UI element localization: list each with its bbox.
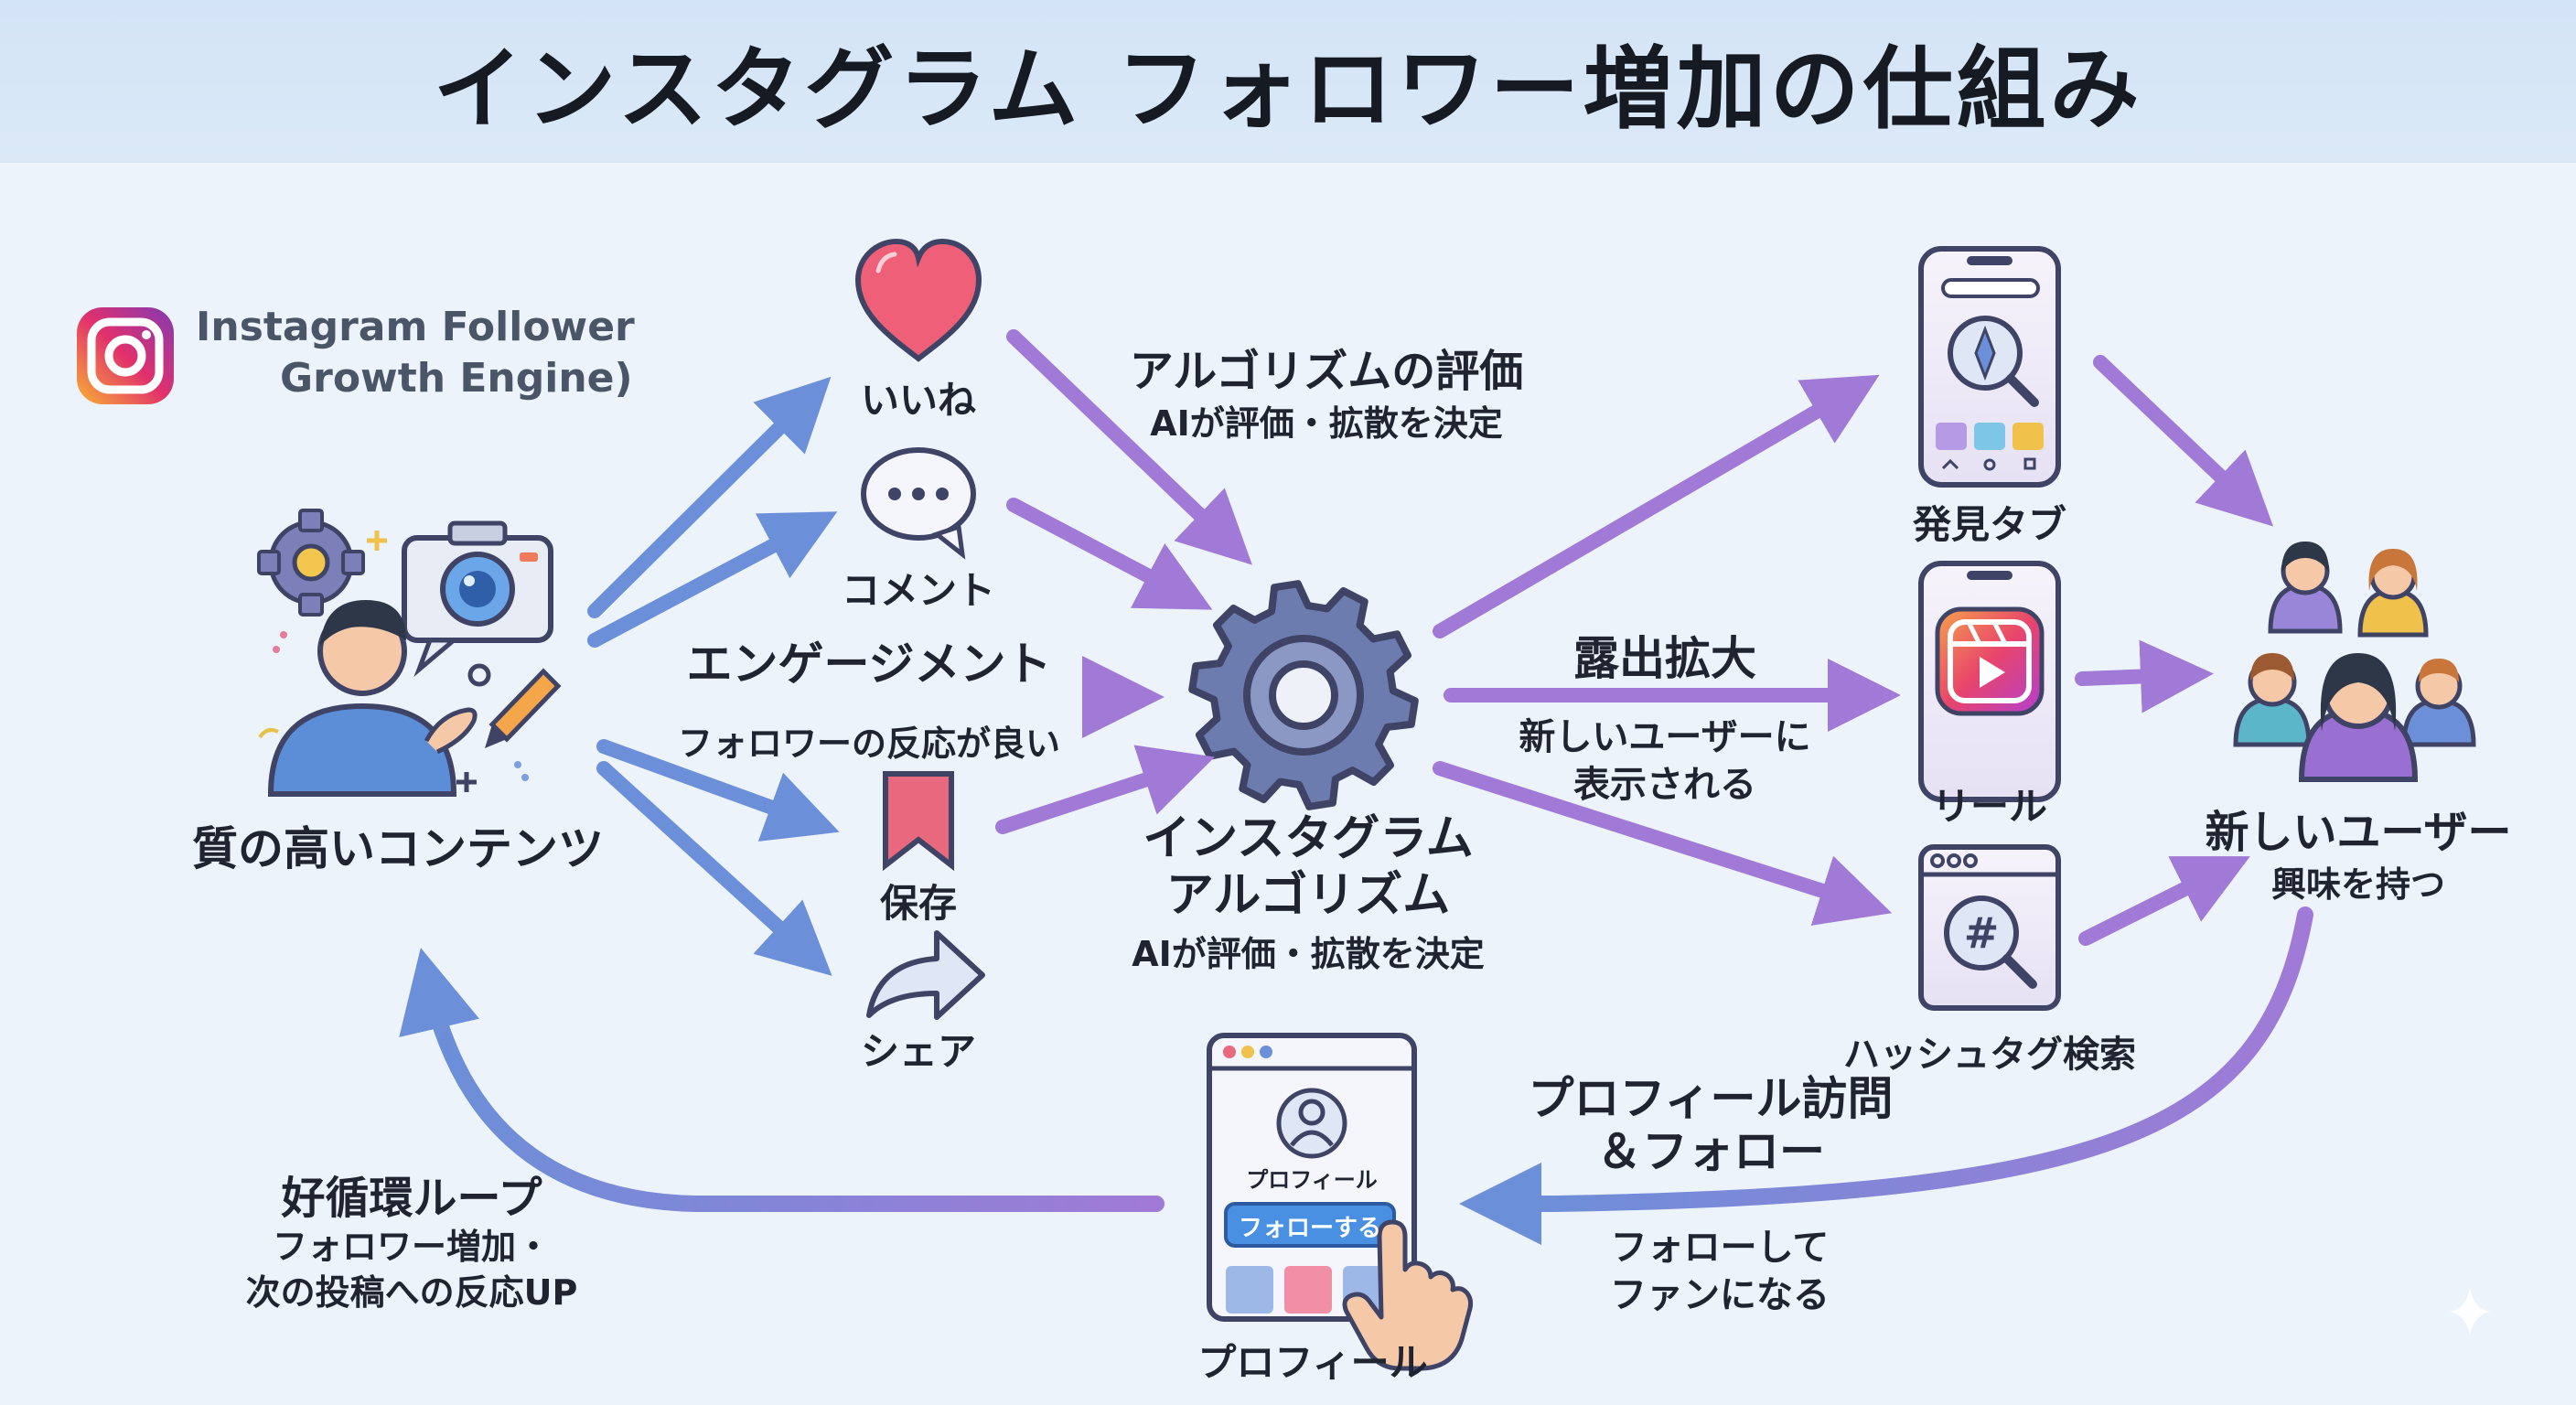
instagram-logo-icon xyxy=(77,307,174,404)
camera-icon xyxy=(402,520,553,678)
explore-label: 発見タブ xyxy=(1912,502,2066,547)
profile-label: プロフィール xyxy=(1197,1340,1428,1385)
bookmark-icon xyxy=(883,771,954,872)
algorithm-eval-sub: AIが評価・拡散を決定 xyxy=(1150,403,1503,444)
arrows-channels-to-users xyxy=(2075,355,2273,946)
explore-tab-icon xyxy=(1918,246,2061,488)
algorithm-label-line-1: インスタグラム xyxy=(1143,811,1474,866)
new-users-sub: 興味を持つ xyxy=(2270,864,2445,905)
arrows-algorithm-to-channels xyxy=(1433,374,1901,926)
algorithm-eval-label: アルゴリズムの評価 xyxy=(1129,346,1524,397)
visit-label: プロフィール訪問 ＆フォロー xyxy=(1500,1072,1921,1178)
gear-icon xyxy=(257,509,365,617)
svg-text:#: # xyxy=(1964,908,2000,958)
arrows-engagement-to-algorithm xyxy=(995,329,1252,834)
profile-window-icon xyxy=(1207,1033,1417,1322)
algorithm-label: インスタグラム アルゴリズム xyxy=(1079,810,1537,924)
brand-line-1: Instagram Follower xyxy=(196,304,635,350)
loop-sub: フォロワー増加・ 次の投稿への反応UP xyxy=(183,1224,640,1315)
exposure-sub-line-1: 新しいユーザーに xyxy=(1519,716,1811,758)
follow-button[interactable]: フォローする xyxy=(1238,1215,1381,1242)
heart-icon xyxy=(854,238,982,362)
comment-icon xyxy=(861,447,976,560)
visit-label-line-1: プロフィール訪問 xyxy=(1528,1072,1894,1125)
hashtag-search-icon: # xyxy=(1918,844,2061,1011)
algorithm-gear-icon xyxy=(1188,580,1419,810)
profile-card-label: プロフィール xyxy=(1246,1167,1378,1193)
tap-hand-icon xyxy=(1342,1219,1474,1371)
exposure-label: 露出拡大 xyxy=(1573,632,1756,685)
arrow-to-save xyxy=(596,739,840,842)
brand-name: Instagram Follower Growth Engine) xyxy=(196,302,635,404)
page-title: インスタグラム フォロワー増加の仕組み xyxy=(433,38,2143,142)
loop-sub-line-2: 次の投稿への反応UP xyxy=(245,1272,578,1313)
pencil-icon xyxy=(467,663,562,748)
share-label: シェア xyxy=(860,1029,976,1074)
sparkle-decor-icon xyxy=(2450,1288,2490,1335)
visit-sub: フォローして ファンになる xyxy=(1555,1224,1884,1319)
reels-icon xyxy=(1918,561,2061,802)
like-label: いいね xyxy=(860,378,976,423)
exposure-sub: 新しいユーザーに 表示される xyxy=(1482,713,1848,809)
decor-dots xyxy=(273,631,529,792)
gear-hole xyxy=(1269,660,1338,730)
new-users-label: 新しいユーザー xyxy=(2205,807,2512,858)
share-icon xyxy=(866,930,985,1020)
hashtag-label: ハッシュタグ検索 xyxy=(1843,1034,2136,1076)
loop-sub-line-1: フォロワー増加・ xyxy=(272,1227,551,1267)
algorithm-sub: AIが評価・拡散を決定 xyxy=(1132,934,1485,974)
user-group-icon xyxy=(2233,542,2476,782)
arrows-source-to-engagement xyxy=(587,376,840,976)
reels-label: リール xyxy=(1931,784,2047,829)
exposure-sub-line-2: 表示される xyxy=(1573,764,1756,806)
source-label: 質の高いコンテンツ xyxy=(192,822,604,875)
loop-label: 好循環ループ xyxy=(281,1173,542,1224)
creator-person-icon xyxy=(258,600,478,797)
arrow-loop-back xyxy=(399,948,1165,1212)
visit-sub-line-2: ファンになる xyxy=(1610,1274,1830,1316)
header-bar: インスタグラム フォロワー増加の仕組み xyxy=(0,0,2576,163)
save-label: 保存 xyxy=(879,881,957,926)
arrow-to-comment xyxy=(587,511,838,648)
visit-label-line-2: ＆フォロー xyxy=(1596,1125,1825,1178)
brand-line-2: Growth Engine) xyxy=(280,355,633,402)
algorithm-label-line-2: アルゴリズム xyxy=(1165,868,1451,923)
arrow-users-to-profile xyxy=(1459,906,2313,1245)
arrow-to-like xyxy=(587,376,832,618)
sparkle-icon xyxy=(367,531,387,551)
visit-sub-line-1: フォローして xyxy=(1610,1227,1830,1269)
arrow-to-share xyxy=(596,761,832,976)
comment-label: コメント xyxy=(841,568,995,613)
engagement-label: エンゲージメント xyxy=(686,638,1052,691)
engagement-sub: フォロワーの反応が良い xyxy=(677,724,1060,764)
